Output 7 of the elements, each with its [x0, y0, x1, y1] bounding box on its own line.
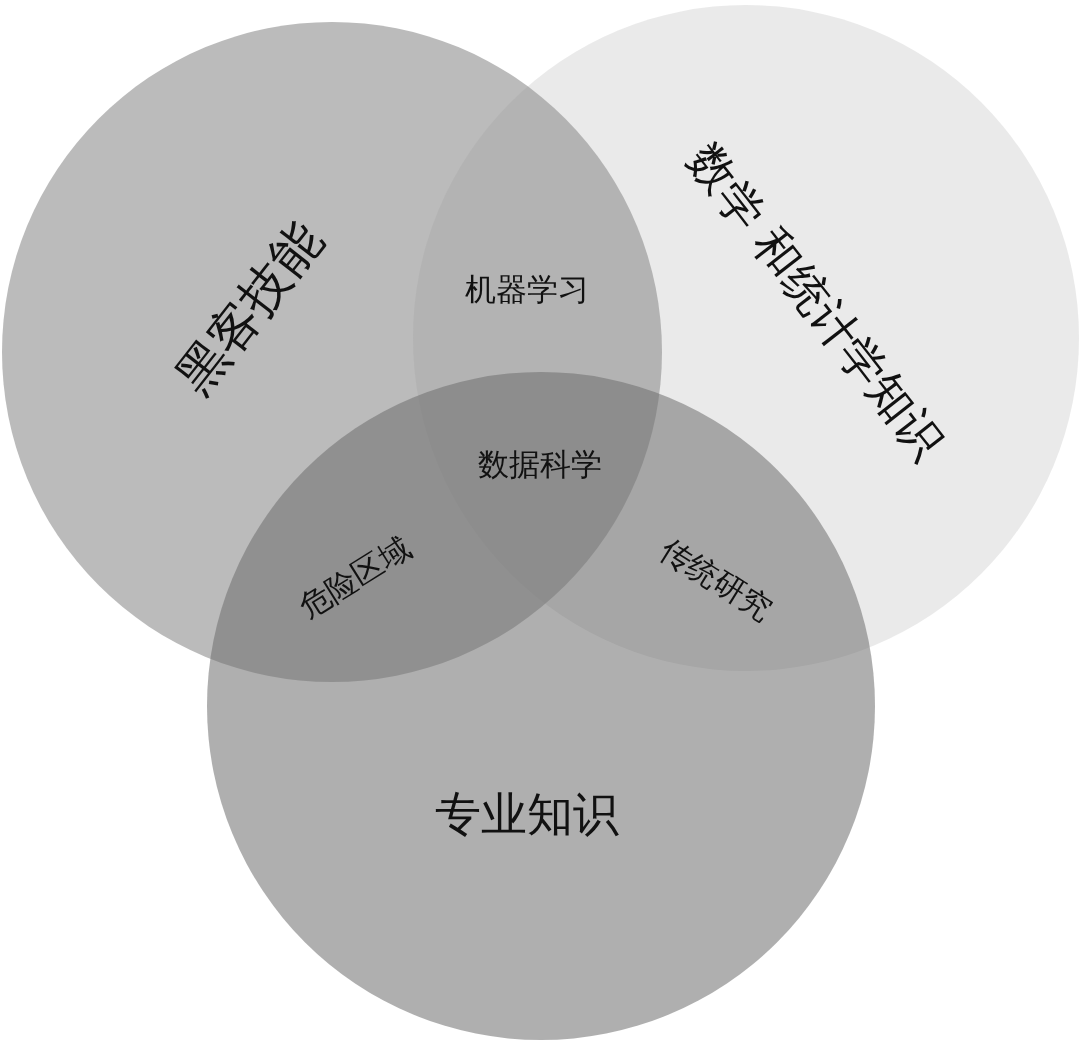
- region-label: 传统研究: [653, 530, 780, 630]
- circle-label: 专业知识: [435, 786, 619, 843]
- region-label: 危险区域: [291, 528, 418, 628]
- circle-label: 数学 和统计学知识: [675, 133, 956, 471]
- circle-label: 黑客技能: [164, 210, 335, 407]
- region-label: 机器学习: [465, 270, 589, 309]
- region-label: 数据科学: [478, 445, 602, 484]
